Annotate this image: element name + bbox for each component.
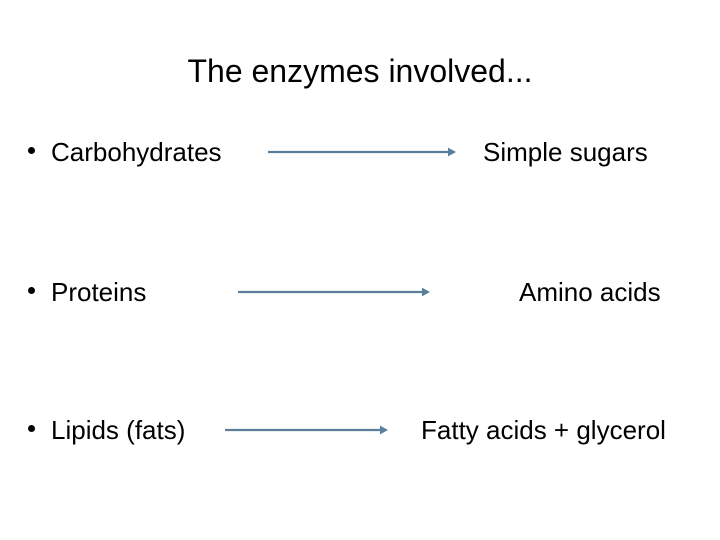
arrow-right-icon xyxy=(238,285,430,299)
product-label: Amino acids xyxy=(519,277,661,307)
list-item: Proteins xyxy=(28,275,146,309)
arrow-right-icon xyxy=(268,145,456,159)
enzyme-row: Lipids (fats) Fatty acids + glycerol xyxy=(0,409,720,455)
enzyme-row: Proteins Amino acids xyxy=(0,271,720,317)
substrate-label: Carbohydrates xyxy=(51,137,222,167)
arrow-right-icon xyxy=(225,423,388,437)
page-title: The enzymes involved... xyxy=(187,53,533,89)
bullet-dot-icon xyxy=(28,425,35,432)
enzyme-row: Carbohydrates Simple sugars xyxy=(0,131,720,177)
product-label: Fatty acids + glycerol xyxy=(421,415,666,445)
list-item: Carbohydrates xyxy=(28,135,222,169)
list-item: Lipids (fats) xyxy=(28,413,185,447)
product-label: Simple sugars xyxy=(483,137,648,167)
bullet-dot-icon xyxy=(28,287,35,294)
bullet-dot-icon xyxy=(28,147,35,154)
substrate-label: Proteins xyxy=(51,277,147,307)
substrate-label: Lipids (fats) xyxy=(51,415,186,445)
